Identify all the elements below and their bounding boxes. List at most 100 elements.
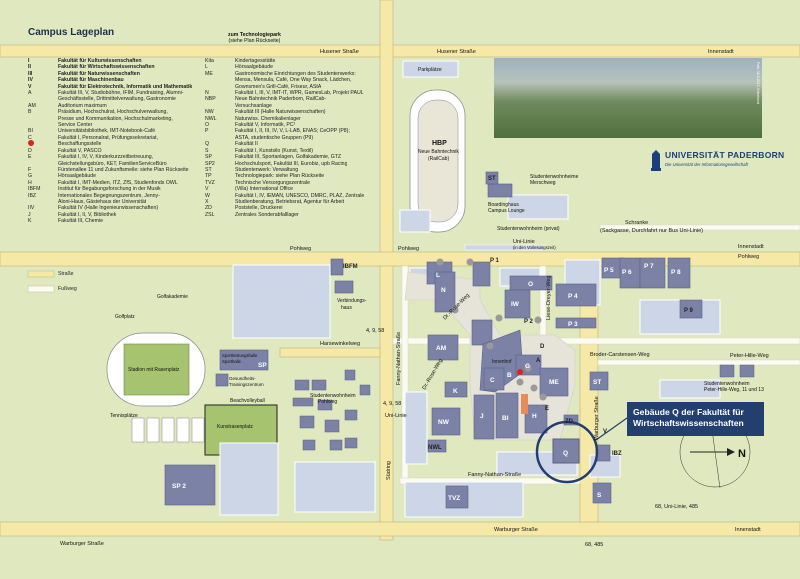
building-AM[interactable] <box>427 334 459 361</box>
parking-boarding[interactable] <box>507 194 569 220</box>
callout-connector <box>595 417 628 441</box>
schranke-path[interactable] <box>599 224 800 231</box>
parking-west-main[interactable] <box>404 391 428 465</box>
street-harsewinkelweg: Harsewinkelweg <box>320 341 360 347</box>
suedring-road[interactable] <box>379 0 394 541</box>
harsewinkelweg-road[interactable] <box>279 347 381 358</box>
building-P9[interactable] <box>679 299 703 319</box>
legend-label: Poststelle, Druckerei <box>235 205 283 212</box>
building-P4[interactable] <box>555 283 597 307</box>
peter-hille-path[interactable] <box>597 359 800 366</box>
label-building-ZD: ZD <box>565 419 574 425</box>
parking-hbp[interactable] <box>399 209 431 233</box>
legend-code: ZSL <box>205 211 215 218</box>
legend-label: Technische Versorgungszentrale <box>235 179 310 186</box>
label-building-NWL: NWL <box>428 445 442 451</box>
label-beachvolleyball: Beachvolleyball <box>230 398 265 404</box>
building-ME[interactable] <box>539 367 569 397</box>
building-S[interactable] <box>592 482 612 504</box>
label-verbindungshaus-2: haus <box>341 305 352 311</box>
legend-code: Kita <box>205 58 214 64</box>
hbp-track-inner <box>417 99 459 223</box>
building-NWL[interactable] <box>427 439 447 453</box>
building-P3[interactable] <box>555 317 597 329</box>
building-NW[interactable] <box>431 407 461 436</box>
parking-south-west[interactable] <box>219 442 279 516</box>
building-C[interactable] <box>483 367 505 391</box>
building-O[interactable] <box>509 275 553 291</box>
bus-stop-68b: 68, 485 <box>585 542 603 548</box>
parking-lot-north[interactable] <box>232 264 331 339</box>
street-warburger-side: Warburger Straße <box>594 396 600 440</box>
building-BI[interactable] <box>495 392 519 439</box>
label-studwohn-pohlweg-2: Pohlweg <box>318 399 337 405</box>
street-uni-linie-2: Uni-Linie <box>385 413 407 419</box>
building-P7[interactable] <box>639 257 666 289</box>
legend-label: Fakultät V, PASCO <box>58 147 102 154</box>
label-studwohn-merschweg-1: Studentenwohnheime <box>530 174 579 180</box>
legend-code: Q <box>205 141 210 148</box>
legend-label: Gastronomische Einrichtungen des Student… <box>235 70 356 77</box>
building-IBFM[interactable] <box>330 258 344 276</box>
street-peter-hille: Peter-Hille-Weg <box>730 353 769 359</box>
building-boarding[interactable] <box>487 183 513 198</box>
parking-peter[interactable] <box>659 379 721 399</box>
label-studwohn-peter-2: Peter-Hille-Weg, 11 und 13 <box>704 387 764 393</box>
building-N[interactable] <box>434 271 456 313</box>
parkplaetze-north[interactable] <box>402 60 459 78</box>
legend-code: AM <box>28 102 36 109</box>
legend-label: Studienberatung, Betriebsrat, Agentur fü… <box>235 198 345 205</box>
legend-code: S <box>205 147 209 154</box>
label-building-IBZ: IBZ <box>612 451 622 457</box>
building-J[interactable] <box>473 394 495 440</box>
building-P8[interactable] <box>667 257 691 289</box>
building-gtz[interactable] <box>215 373 229 387</box>
street-warburger-1: Warburger Straße <box>60 541 104 547</box>
legend-label: (Villa) International Office <box>235 186 294 193</box>
parking-south[interactable] <box>294 461 376 513</box>
legend-label: Geschäftsstelle, Drittmittelverwaltung, … <box>58 96 176 103</box>
building-IW-north[interactable] <box>472 261 491 287</box>
husener-strasse[interactable] <box>0 44 800 58</box>
building-IW[interactable] <box>504 289 531 319</box>
building-SP2[interactable] <box>164 464 216 506</box>
warburger-strasse[interactable] <box>0 521 800 537</box>
legend-code: ME <box>205 70 213 77</box>
building-TVZ[interactable] <box>445 485 469 509</box>
label-parkplaetze: Parkplätze <box>418 67 442 73</box>
label-railcab: (RailCab) <box>428 156 449 162</box>
building-H[interactable] <box>524 404 548 434</box>
building-q-callout[interactable]: Gebäude Q der Fakultät für Wirtschaftswi… <box>627 402 764 436</box>
building-verbindungshaus[interactable] <box>334 280 354 294</box>
building-SP[interactable] <box>219 349 269 371</box>
street-broder: Broder-Carstensen-Weg <box>590 352 650 358</box>
service-center-marker <box>517 369 523 375</box>
building-Q[interactable] <box>552 438 580 464</box>
label-building-BI: BI <box>502 415 509 422</box>
legend-code: A <box>28 90 32 97</box>
legend-label: Universitätsbibliothek, IMT-Notebook-Caf… <box>58 128 156 135</box>
legend-entry: Versuchsanlage <box>205 103 375 109</box>
legend-label: Fürstenallee 11 und Zukunftsmeile: siehe… <box>58 166 189 173</box>
building-ST-north[interactable] <box>485 171 499 185</box>
street-innenstadt-east: Innenstadt <box>735 527 761 533</box>
label-building-N: N <box>441 287 446 294</box>
building-AM-east[interactable] <box>471 319 493 346</box>
street-fanny-nathan-1: Fanny-Nathan-Straße <box>468 472 521 478</box>
building-Q-highlight <box>535 420 599 484</box>
residences <box>292 244 755 451</box>
building-ZD[interactable] <box>563 414 579 426</box>
label-building-P4: P 4 <box>568 293 578 300</box>
building-K[interactable] <box>444 381 468 398</box>
university-logo: UNIVERSITÄT PADERBORN Die Universität de… <box>650 146 784 176</box>
building-ST[interactable] <box>589 371 609 391</box>
